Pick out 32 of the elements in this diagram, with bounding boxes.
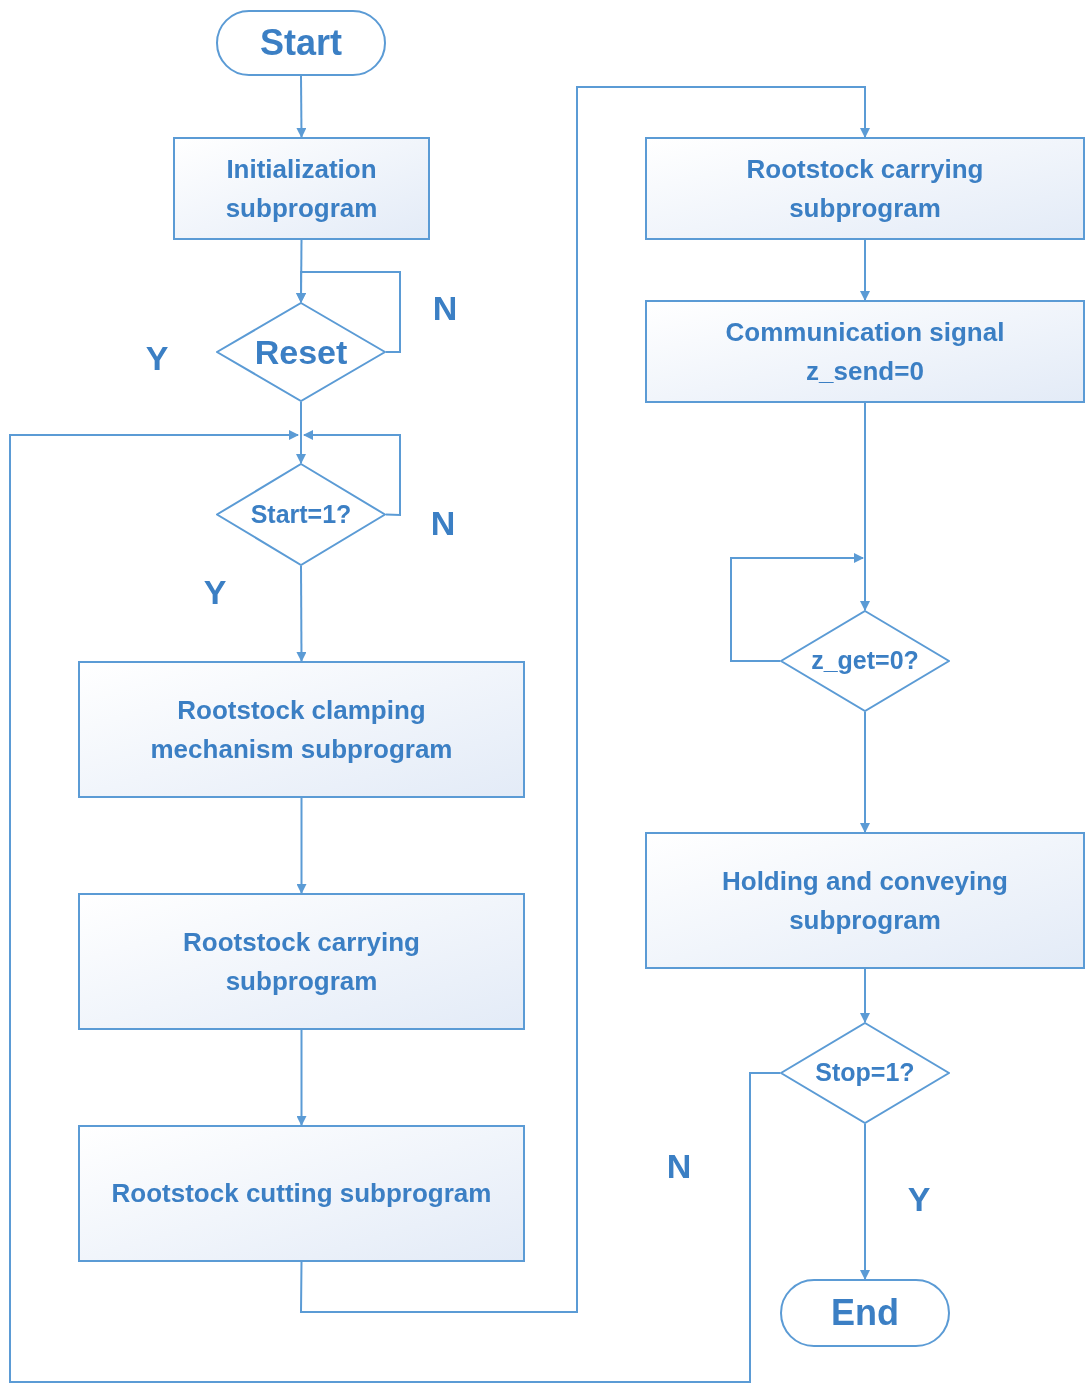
branch-label: N — [432, 291, 458, 325]
arrow — [300, 86, 870, 1313]
arrow — [860, 402, 870, 611]
process-box: Rootstock cutting subprogram — [78, 1125, 525, 1262]
arrow — [296, 797, 307, 894]
arrow — [9, 430, 781, 1383]
arrow — [860, 1123, 870, 1280]
branch-label: Y — [145, 341, 169, 375]
branch-label: N — [666, 1149, 692, 1183]
arrow — [296, 565, 307, 662]
process-box: Holding and conveying subprogram — [645, 832, 1085, 969]
process-box: Initialization subprogram — [173, 137, 430, 240]
process-box: Rootstock clamping mechanism subprogram — [78, 661, 525, 798]
branch-label: N — [430, 506, 456, 540]
decision-diamond: z_get=0? — [780, 610, 950, 712]
arrow — [303, 430, 401, 517]
process-box: Rootstock carrying subprogram — [78, 893, 525, 1030]
decision-diamond: Start=1? — [216, 463, 386, 566]
arrow — [296, 271, 401, 353]
arrow — [296, 1029, 307, 1126]
arrow — [860, 711, 870, 833]
arrow — [860, 968, 870, 1023]
process-box: Rootstock carrying subprogram — [645, 137, 1085, 240]
decision-diamond: Reset — [216, 302, 386, 402]
branch-label: Y — [203, 575, 227, 609]
arrow — [296, 401, 306, 464]
arrow — [860, 239, 870, 301]
branch-label: Y — [907, 1182, 931, 1216]
arrow — [296, 75, 307, 138]
process-box: Communication signal z_send=0 — [645, 300, 1085, 403]
arrow — [730, 553, 864, 662]
decision-diamond: Stop=1? — [780, 1022, 950, 1124]
